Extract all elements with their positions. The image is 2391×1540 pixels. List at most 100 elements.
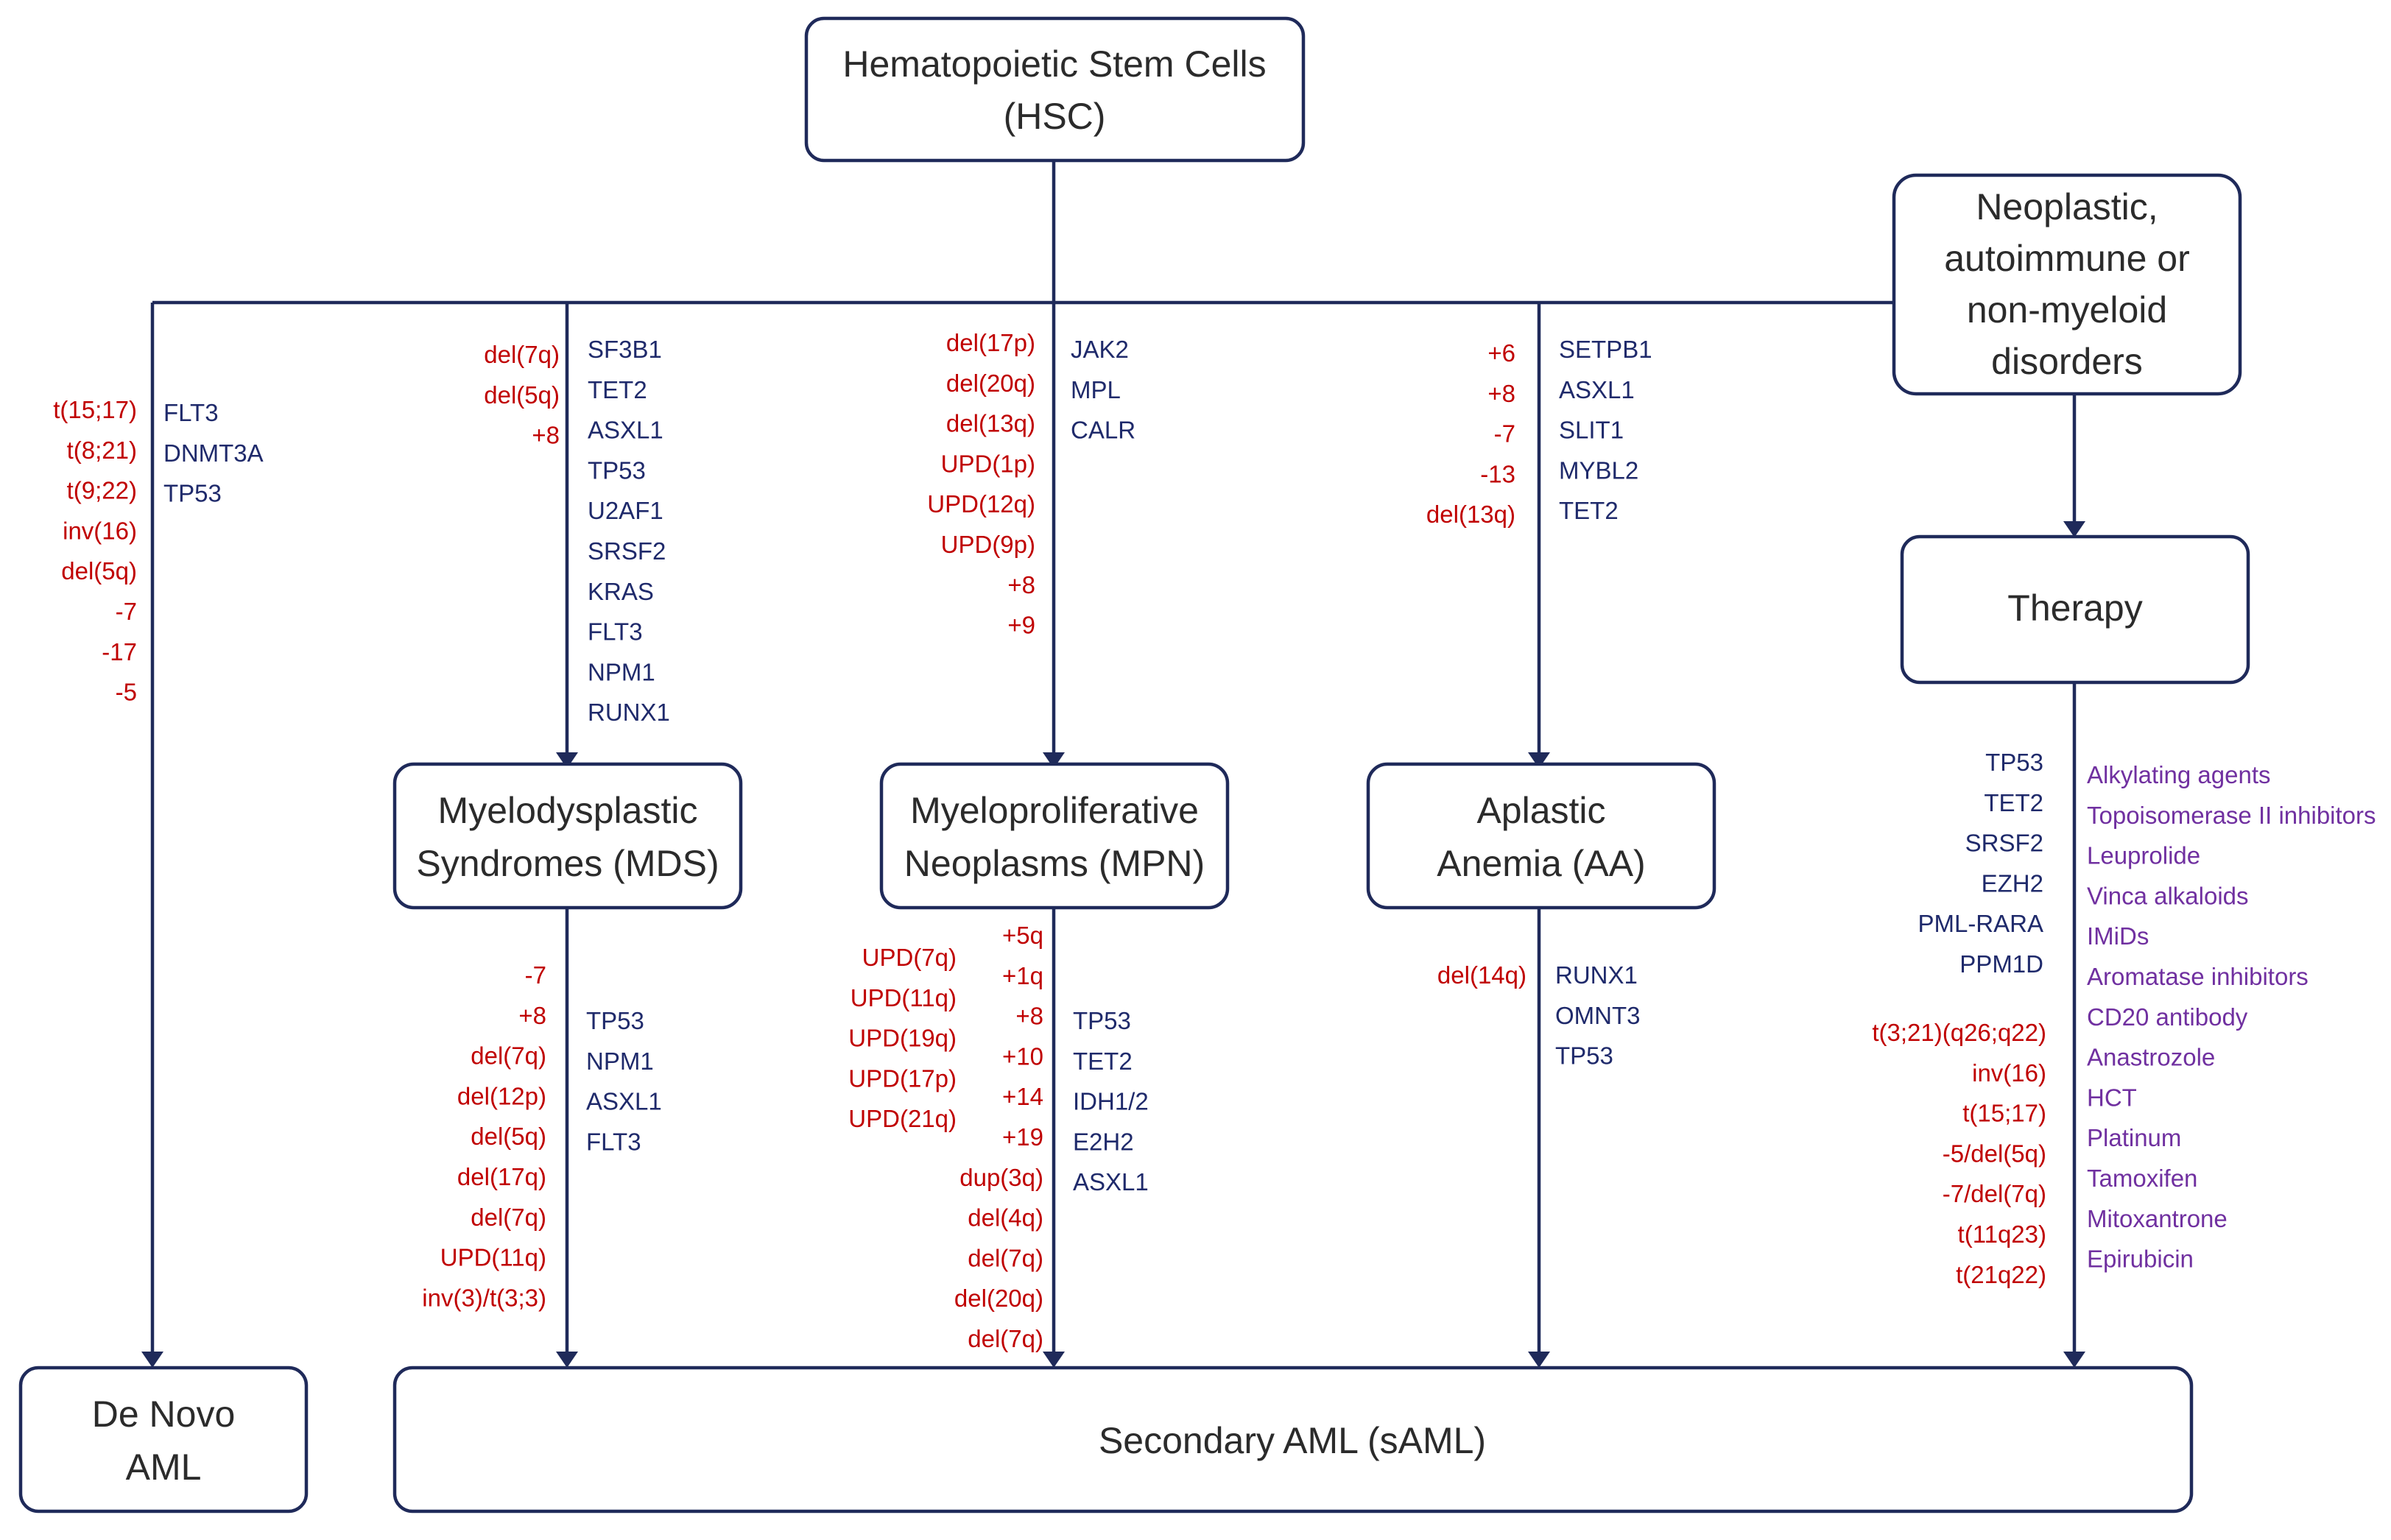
mds-lower-gene-label: TP53 — [586, 1007, 644, 1034]
aa-upper-cyto-label: del(13q) — [1426, 501, 1515, 528]
denovo-cyto-label: -17 — [102, 638, 137, 665]
therapy-gene-label: TET2 — [1984, 789, 2043, 816]
node-neo-line: Neoplastic, — [1976, 186, 2158, 227]
therapy-agent-label: Tamoxifen — [2087, 1165, 2197, 1192]
mpn-lower-cyto-label: del(7q) — [968, 1325, 1043, 1352]
mds-lower-cyto-label: -7 — [525, 961, 546, 989]
therapy-gene-label: EZH2 — [1982, 869, 2043, 897]
mpn-lower-cyto-label: +10 — [1002, 1042, 1043, 1070]
node-mds: Myelodysplastic Syndromes (MDS) — [392, 762, 743, 910]
mds-upper-cyto-label: del(5q) — [484, 381, 560, 409]
mpn-lower-cyto-label: +5q — [1002, 922, 1043, 949]
mds-upper-gene-label: SRSF2 — [588, 537, 666, 565]
mds-lower-cyto-label: UPD(11q) — [440, 1244, 546, 1271]
aa-upper-cyto-label: +8 — [1487, 380, 1515, 407]
aa-upper-cyto-label: -7 — [1494, 420, 1515, 448]
denovo-gene-label: FLT3 — [163, 399, 219, 426]
arrowhead-aa-saml — [1528, 1352, 1550, 1368]
arrowhead-therapy-saml — [2063, 1352, 2085, 1368]
denovo-cyto-label: t(8;21) — [67, 437, 137, 464]
node-saml-line: Secondary AML (sAML) — [1099, 1420, 1486, 1461]
mpn-lower-cyto-label: del(4q) — [968, 1204, 1043, 1232]
mds-upper-cyto-label: del(7q) — [484, 341, 560, 368]
arrowhead-mpn-saml — [1043, 1352, 1065, 1368]
denovo-gene-label: DNMT3A — [163, 439, 264, 467]
therapy-cyto-label: t(11q23) — [1958, 1221, 2046, 1248]
mpn-upper-gene-label: JAK2 — [1071, 336, 1129, 363]
mds-lower-cyto-label: del(7q) — [471, 1204, 546, 1231]
mpn-upper-cyto-label: del(13q) — [946, 410, 1035, 437]
arrowhead-aa — [1528, 752, 1550, 769]
node-denovo-line: AML — [126, 1447, 202, 1488]
aa-upper-gene-label: TET2 — [1559, 497, 1619, 524]
node-secondary-aml: Secondary AML (sAML) — [392, 1366, 2194, 1513]
node-neo-line: disorders — [1991, 341, 2143, 382]
denovo-cyto-label: inv(16) — [63, 517, 137, 544]
node-denovo-line: De Novo — [92, 1394, 236, 1435]
therapy-gene-label: TP53 — [1985, 749, 2043, 776]
node-hsc-line: (HSC) — [1004, 96, 1106, 137]
node-therapy-line: Therapy — [2007, 587, 2142, 629]
arrowhead-denovo — [141, 1352, 163, 1368]
arrowhead-therapy — [2063, 521, 2085, 537]
node-denovo-aml: De Novo AML — [18, 1366, 309, 1513]
mpn-upper-gene-label: CALR — [1071, 417, 1135, 444]
therapy-agent-label: IMiDs — [2087, 922, 2149, 950]
mpn-upper-cyto-label: UPD(9p) — [941, 531, 1035, 558]
mds-lower-cyto-label: inv(3)/t(3;3) — [422, 1284, 546, 1311]
therapy-agent-label: Mitoxantrone — [2087, 1205, 2228, 1232]
therapy-cyto-label: t(15;17) — [1962, 1100, 2046, 1127]
mpn-upper-cyto-label: del(20q) — [946, 370, 1035, 397]
therapy-agent-label: Vinca alkaloids — [2087, 882, 2249, 909]
aa-upper-cyto-label: -13 — [1480, 460, 1515, 487]
therapy-agent-label: HCT — [2087, 1084, 2137, 1111]
denovo-cyto-label: del(5q) — [61, 557, 137, 584]
mds-upper-gene-label: TET2 — [588, 376, 647, 403]
mds-lower-cyto-label: del(7q) — [471, 1042, 546, 1070]
node-mpn: Myeloproliferative Neoplasms (MPN) — [879, 762, 1230, 910]
therapy-agent-label: CD20 antibody — [2087, 1003, 2248, 1031]
mds-lower-gene-label: FLT3 — [586, 1128, 641, 1155]
arrowhead-mds — [556, 752, 578, 769]
aa-lower-gene-label: RUNX1 — [1555, 961, 1638, 989]
mpn-upper-cyto-label: UPD(12q) — [927, 490, 1035, 518]
node-aa-line: Aplastic — [1476, 790, 1605, 831]
mpn-upper-cyto-label: +8 — [1007, 571, 1035, 598]
aa-upper-gene-label: ASXL1 — [1559, 376, 1635, 403]
mds-lower-cyto-label: +8 — [518, 1002, 546, 1029]
therapy-agent-label: Leuprolide — [2087, 842, 2200, 869]
denovo-gene-label: TP53 — [163, 480, 222, 507]
node-aa-line: Anemia (AA) — [1437, 843, 1645, 884]
therapy-agent-label: Anastrozole — [2087, 1044, 2215, 1071]
mpn-upper-gene-label: MPL — [1071, 376, 1121, 403]
node-mpn-line: Myeloproliferative — [910, 790, 1199, 831]
node-aa: Aplastic Anemia (AA) — [1366, 762, 1716, 910]
therapy-gene-label: SRSF2 — [1965, 830, 2043, 857]
aa-lower-gene-label: OMNT3 — [1555, 1002, 1641, 1029]
mpn-lower-cyto-label: +8 — [1015, 1003, 1043, 1030]
therapy-agent-label: Alkylating agents — [2087, 761, 2270, 788]
therapy-agent-label: Aromatase inhibitors — [2087, 963, 2309, 990]
mpn-lower-cyto-label: +14 — [1002, 1083, 1043, 1110]
node-neo-line: autoimmune or — [1944, 238, 2190, 279]
mpn-lower-gene-label: IDH1/2 — [1073, 1088, 1149, 1115]
denovo-cyto-label: t(15;17) — [53, 396, 137, 423]
mds-lower-gene-label: ASXL1 — [586, 1088, 662, 1115]
therapy-agent-label: Platinum — [2087, 1124, 2181, 1151]
node-mds-line: Myelodysplastic — [438, 790, 698, 831]
node-mds-line: Syndromes (MDS) — [416, 843, 719, 884]
mpn-lower-cyto-label: del(20q) — [954, 1285, 1043, 1312]
mds-upper-gene-label: NPM1 — [588, 658, 655, 685]
mds-lower-cyto-label: del(17q) — [457, 1163, 546, 1190]
mds-upper-gene-label: FLT3 — [588, 618, 643, 646]
mpn-lower-gene-label: E2H2 — [1073, 1128, 1134, 1155]
aa-lower-cyto-label: del(14q) — [1437, 961, 1526, 989]
mpn-lower-upd-label: UPD(17p) — [848, 1064, 957, 1092]
denovo-cyto-label: -7 — [116, 598, 137, 625]
node-therapy: Therapy — [1900, 534, 2250, 685]
mpn-lower-gene-label: TET2 — [1073, 1048, 1133, 1075]
node-neo-line: non-myeloid — [1967, 289, 2167, 331]
mpn-lower-upd-label: UPD(11q) — [851, 984, 957, 1011]
mpn-lower-upd-label: UPD(21q) — [848, 1105, 957, 1132]
